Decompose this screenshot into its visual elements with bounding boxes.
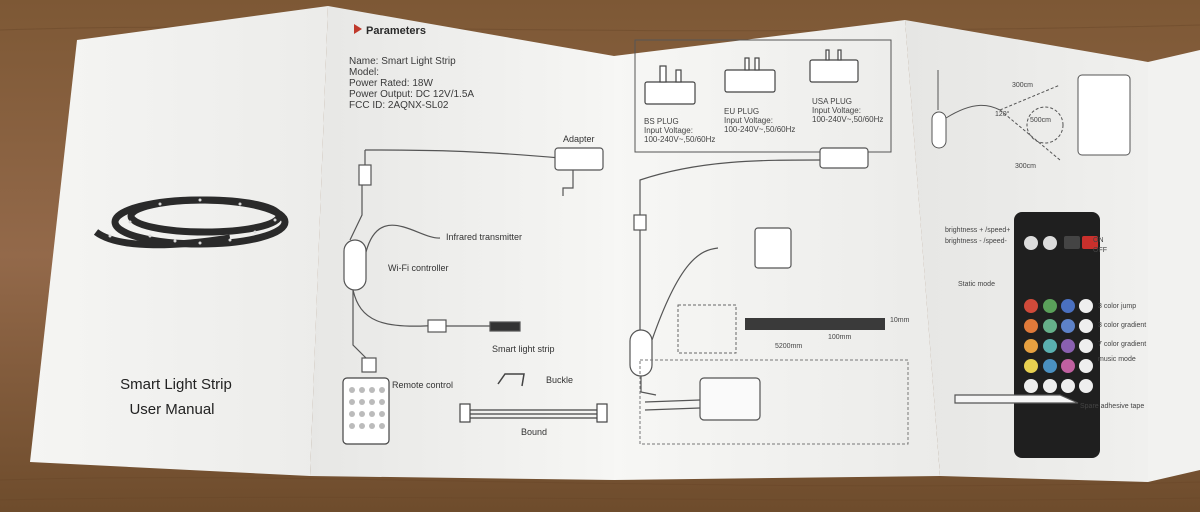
param-model: Model: bbox=[349, 67, 380, 78]
parameters-bullet-icon bbox=[354, 24, 362, 34]
plug-panel-wiring bbox=[629, 147, 869, 396]
next-panel bbox=[1148, 50, 1200, 482]
label-color-jump: 3 color jump bbox=[1098, 303, 1137, 310]
range-dist1: 300cm bbox=[1012, 82, 1034, 89]
cover-title-line1: Smart Light Strip bbox=[120, 376, 232, 393]
range-diagram bbox=[931, 70, 1131, 161]
param-fcc-id: FCC ID: 2AQNX-SL02 bbox=[349, 100, 449, 111]
label-gradient3: 3 color gradient bbox=[1098, 322, 1147, 329]
eu-plug-name: EU PLUG bbox=[724, 107, 760, 116]
usa-plug-name: USA PLUG bbox=[812, 97, 853, 106]
label-on: ON bbox=[1093, 237, 1104, 244]
label-off: OFF bbox=[1093, 247, 1107, 254]
label-spare-tape: Spare adhesive tape bbox=[1080, 403, 1145, 410]
eu-plug-range: 100-240V~,50/60Hz bbox=[724, 125, 796, 134]
label-gradient7: 7 color gradient bbox=[1098, 341, 1147, 348]
led-dots bbox=[108, 198, 277, 245]
range-angle: 120° bbox=[995, 111, 1010, 118]
strip-segment-label: 100mm bbox=[828, 334, 852, 341]
parameters-heading: Parameters bbox=[366, 25, 426, 37]
adhesive-tape-drawing bbox=[954, 394, 1079, 404]
wiring-diagram bbox=[343, 147, 604, 373]
label-static-mode: Static mode bbox=[958, 281, 995, 288]
plugs-box bbox=[634, 39, 892, 153]
strip-drawing bbox=[745, 318, 885, 330]
bs-plug-input: Input Voltage: bbox=[644, 126, 693, 135]
label-smart-light-strip: Smart light strip bbox=[492, 344, 555, 354]
bound-drawing bbox=[459, 403, 608, 423]
label-remote-control: Remote control bbox=[392, 380, 454, 390]
enlarged-connector-box bbox=[639, 359, 909, 445]
label-brightness-down: brightness - /speed- bbox=[945, 238, 1007, 245]
bs-plug-range: 100-240V~,50/60Hz bbox=[644, 135, 716, 144]
bs-plug-icon bbox=[644, 65, 696, 105]
param-power-output: Power Output: DC 12V/1.5A bbox=[349, 89, 475, 100]
connector-detail-box bbox=[677, 304, 737, 354]
range-dist2: 500cm bbox=[1030, 117, 1052, 124]
label-infrared-transmitter: Infrared transmitter bbox=[446, 232, 523, 242]
strip-width-label: 10mm bbox=[890, 317, 910, 324]
label-bound: Bound bbox=[521, 427, 548, 437]
label-brightness-up: brightness + /speed+ bbox=[945, 227, 1011, 234]
remote-control-drawing bbox=[342, 377, 390, 445]
parameters-panel bbox=[310, 6, 614, 480]
label-wifi-controller: Wi-Fi controller bbox=[388, 263, 449, 273]
param-name: Name: Smart Light Strip bbox=[349, 56, 456, 67]
cover-title-line2: User Manual bbox=[129, 401, 215, 418]
bs-plug-name: BS PLUG bbox=[644, 117, 679, 126]
remote-with-buttons bbox=[1014, 212, 1100, 458]
label-buckle: Buckle bbox=[546, 375, 574, 385]
eu-plug-input: Input Voltage: bbox=[724, 116, 773, 125]
eu-plug-icon bbox=[724, 57, 776, 93]
usa-plug-input: Input Voltage: bbox=[812, 106, 861, 115]
strip-length-label: 5200mm bbox=[775, 343, 803, 350]
enlarged-connector bbox=[644, 377, 761, 421]
param-power-rated: Power Rated: 18W bbox=[349, 78, 433, 89]
label-adapter: Adapter bbox=[563, 134, 595, 144]
label-music-mode: music mode bbox=[1098, 356, 1136, 363]
usa-plug-icon bbox=[809, 49, 859, 83]
buckle-drawing bbox=[497, 373, 525, 387]
usa-plug-range: 100-240V~,50/60Hz bbox=[812, 115, 884, 124]
range-dist3: 300cm bbox=[1015, 163, 1037, 170]
